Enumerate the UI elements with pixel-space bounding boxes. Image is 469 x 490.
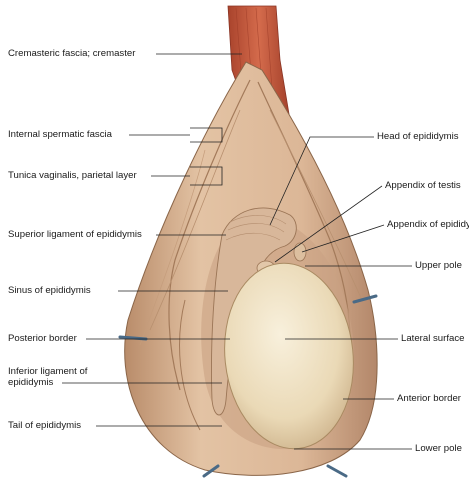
label-tunica-vaginalis-parietal: Tunica vaginalis, parietal layer (8, 170, 137, 181)
label-superior-ligament-epididymis: Superior ligament of epididymis (8, 229, 142, 240)
label-tail-of-epididymis: Tail of epididymis (8, 420, 81, 431)
label-anterior-border: Anterior border (397, 393, 461, 404)
label-cremasteric-fascia: Cremasteric fascia; cremaster (8, 48, 135, 59)
label-lateral-surface: Lateral surface (401, 333, 464, 344)
label-internal-spermatic-fascia: Internal spermatic fascia (8, 129, 112, 140)
label-upper-pole: Upper pole (415, 260, 462, 271)
label-lower-pole: Lower pole (415, 443, 462, 454)
label-posterior-border: Posterior border (8, 333, 77, 344)
label-sinus-of-epididymis: Sinus of epididymis (8, 285, 91, 296)
label-appendix-of-epididymis: Appendix of epididymis (387, 219, 469, 230)
label-appendix-of-testis: Appendix of testis (385, 180, 461, 191)
label-inferior-ligament-epididymis: Inferior ligament of epididymis (8, 366, 118, 388)
label-head-of-epididymis: Head of epididymis (377, 131, 459, 142)
appendix-of-epididymis (294, 243, 306, 261)
